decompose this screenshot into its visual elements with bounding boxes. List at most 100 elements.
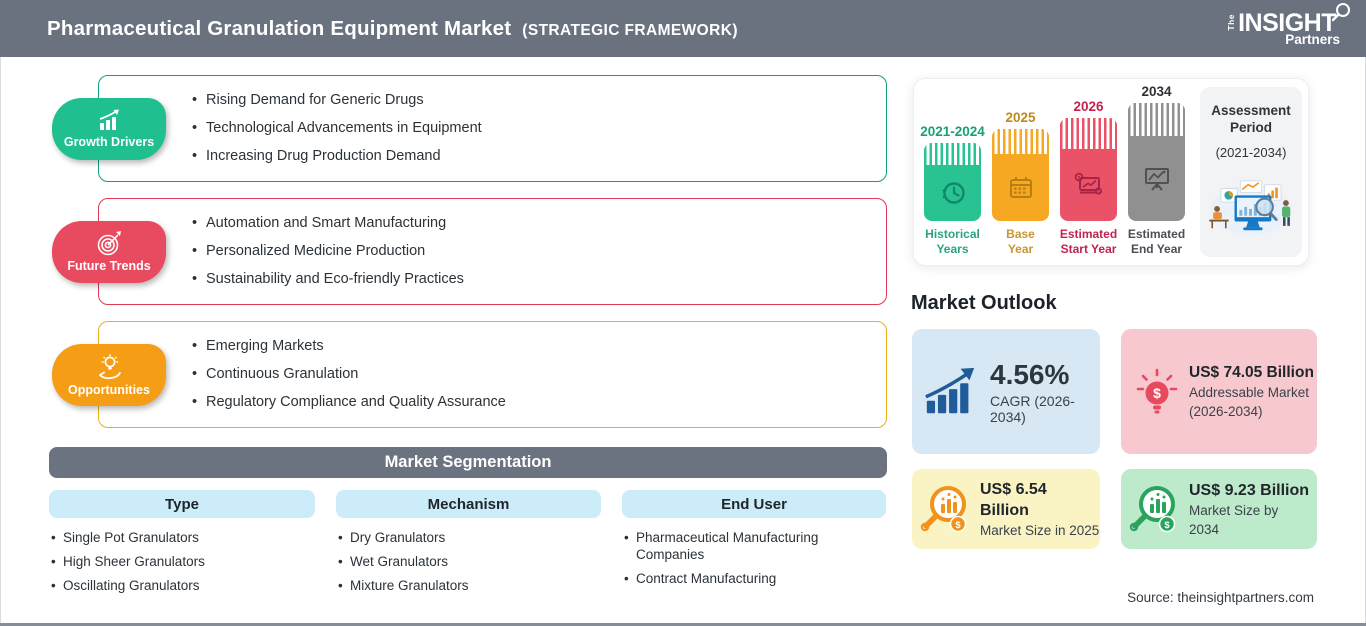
- start-year-bar: [1060, 118, 1117, 221]
- bar-caption: Estimated Start Year: [1059, 227, 1118, 256]
- list-item: Automation and Smart Manufacturing: [192, 214, 464, 233]
- list-item: High Sheer Granulators: [51, 553, 315, 570]
- hand-bulb-icon: [94, 353, 124, 381]
- outlook-column: 2021-2024: [909, 57, 1319, 623]
- list-item: Oscillating Granulators: [51, 577, 315, 594]
- title-text: Pharmaceutical Granulation Equipment Mar…: [47, 16, 512, 40]
- card-label: Market Size by 2034: [1189, 502, 1279, 537]
- svg-text:$: $: [1164, 520, 1170, 531]
- monitor-gear-icon: [1072, 170, 1106, 200]
- segmentation-columns: Type Single Pot Granulators High Sheer G…: [49, 490, 887, 594]
- logo-insight: INSIGHT: [1238, 8, 1336, 37]
- badge-label: Future Trends: [67, 259, 151, 273]
- bar-stripes: [924, 143, 981, 165]
- logo-the: The: [1226, 14, 1237, 31]
- year-label: 2021-2024: [920, 124, 985, 139]
- source-attribution: Source: theinsightpartners.com: [1127, 590, 1314, 605]
- bar-stripes: [992, 129, 1049, 154]
- header-bar: Pharmaceutical Granulation Equipment Mar…: [0, 0, 1366, 57]
- list-item: Contract Manufacturing: [624, 570, 886, 587]
- timeline-historical: 2021-2024: [920, 82, 985, 257]
- timeline-bars: 2021-2024: [920, 84, 1185, 257]
- target-dart-icon: [95, 230, 123, 257]
- market-size-2025-card: $ US$ 6.54 Billion Market Size in 2025: [912, 469, 1100, 549]
- timeline-start-year: 2026: [1060, 82, 1117, 257]
- list-item: Pharmaceutical Manufacturing Companies: [624, 529, 886, 563]
- list-item: Mixture Granulators: [338, 577, 601, 594]
- year-label: 2034: [1141, 84, 1172, 99]
- list-item: Increasing Drug Production Demand: [192, 147, 482, 166]
- bar-stripes: [1128, 103, 1185, 136]
- opportunities-box: Opportunities Emerging Markets Continuou…: [52, 321, 887, 428]
- outlook-cards-row1: 4.56% CAGR (2026-2034): [912, 329, 1319, 454]
- timeline-base-year: 2025: [992, 82, 1049, 257]
- list-item: Regulatory Compliance and Quality Assura…: [192, 393, 506, 412]
- market-outlook-title: Market Outlook: [911, 292, 1057, 314]
- year-label: 2026: [1073, 99, 1104, 114]
- list-item: Wet Granulators: [338, 553, 601, 570]
- insight-partners-logo: The INSIGHT Partners: [1226, 2, 1350, 47]
- bar-stripes: [1060, 118, 1117, 149]
- cagr-label: CAGR (2026-2034): [990, 392, 1075, 425]
- card-value: US$ 74.05 Billion: [1189, 364, 1314, 381]
- cagr-card: 4.56% CAGR (2026-2034): [912, 329, 1100, 454]
- magnifier-bar-chart-icon: $: [918, 482, 974, 536]
- svg-text:$: $: [1153, 385, 1161, 401]
- data-analysis-illustration: [1205, 174, 1297, 238]
- year-label: 2025: [1005, 110, 1036, 125]
- magnifier-bar-chart-icon: $: [1127, 482, 1183, 536]
- column-header: Type: [49, 490, 315, 518]
- assessment-period-panel: Assessment Period (2021-2034): [1200, 87, 1302, 257]
- bar-caption: Historical Years: [925, 227, 980, 256]
- calendar-icon: [1006, 173, 1036, 203]
- bar-caption: Base Year: [1006, 227, 1035, 256]
- timeline-end-year: 2034: [1128, 82, 1185, 257]
- magnifier-icon: [1331, 2, 1350, 21]
- framework-column: Growth Drivers Rising Demand for Generic…: [49, 57, 887, 623]
- growth-drivers-badge: Growth Drivers: [52, 97, 166, 160]
- dollar-bulb-icon: $: [1133, 367, 1181, 417]
- bar-chart-rising-icon: [96, 108, 123, 133]
- list-item: Personalized Medicine Production: [192, 242, 464, 261]
- addressable-market-card: $ US$ 74.05 Billion Addressable Market (…: [1121, 329, 1317, 454]
- list-item: Sustainability and Eco-friendly Practice…: [192, 270, 464, 289]
- growth-drivers-list: Rising Demand for Generic Drugs Technolo…: [99, 91, 482, 166]
- forecast-timeline-card: 2021-2024: [913, 78, 1309, 266]
- cagr-value: 4.56%: [990, 358, 1070, 390]
- base-year-bar: [992, 129, 1049, 221]
- opportunities-list: Emerging Markets Continuous Granulation …: [99, 337, 506, 412]
- assessment-range: (2021-2034): [1215, 145, 1287, 160]
- card-label: Addressable Market (2026-2034): [1189, 385, 1310, 419]
- column-header: End User: [622, 490, 886, 518]
- list-item: Dry Granulators: [338, 529, 601, 546]
- svg-text:$: $: [955, 520, 961, 531]
- bar-caption: Estimated End Year: [1127, 227, 1186, 256]
- presentation-chart-icon: [1141, 164, 1173, 194]
- growth-arrow-chart-icon: [922, 366, 980, 418]
- growth-drivers-box: Growth Drivers Rising Demand for Generic…: [52, 75, 887, 182]
- history-clock-icon: [937, 177, 969, 209]
- list-item: Continuous Granulation: [192, 365, 506, 384]
- market-segmentation-header: Market Segmentation: [49, 447, 887, 478]
- end-year-bar: [1128, 103, 1185, 221]
- segmentation-col-type: Type Single Pot Granulators High Sheer G…: [49, 490, 315, 594]
- list-item: Technological Advancements in Equipment: [192, 119, 482, 138]
- segmentation-col-enduser: End User Pharmaceutical Manufacturing Co…: [622, 490, 886, 594]
- opportunities-badge: Opportunities: [52, 343, 166, 406]
- card-value: US$ 6.54 Billion: [980, 480, 1047, 519]
- assessment-title: Assessment Period: [1211, 103, 1291, 135]
- outlook-cards-row2: $ US$ 6.54 Billion Market Size in 2025: [912, 469, 1319, 549]
- badge-label: Opportunities: [68, 382, 150, 397]
- future-trends-list: Automation and Smart Manufacturing Perso…: [99, 214, 464, 289]
- page-title: Pharmaceutical Granulation Equipment Mar…: [47, 17, 738, 41]
- historical-bar: [924, 143, 981, 221]
- market-size-2034-card: $ US$ 9.23 Billion Market Size by 2034: [1121, 469, 1317, 549]
- list-item: Rising Demand for Generic Drugs: [192, 91, 482, 110]
- subtitle-text: (STRATEGIC FRAMEWORK): [522, 21, 738, 39]
- list-item: Single Pot Granulators: [51, 529, 315, 546]
- content-area: Growth Drivers Rising Demand for Generic…: [0, 57, 1366, 623]
- badge-label: Growth Drivers: [63, 135, 155, 149]
- column-header: Mechanism: [336, 490, 601, 518]
- logo-partners: Partners: [1285, 31, 1340, 47]
